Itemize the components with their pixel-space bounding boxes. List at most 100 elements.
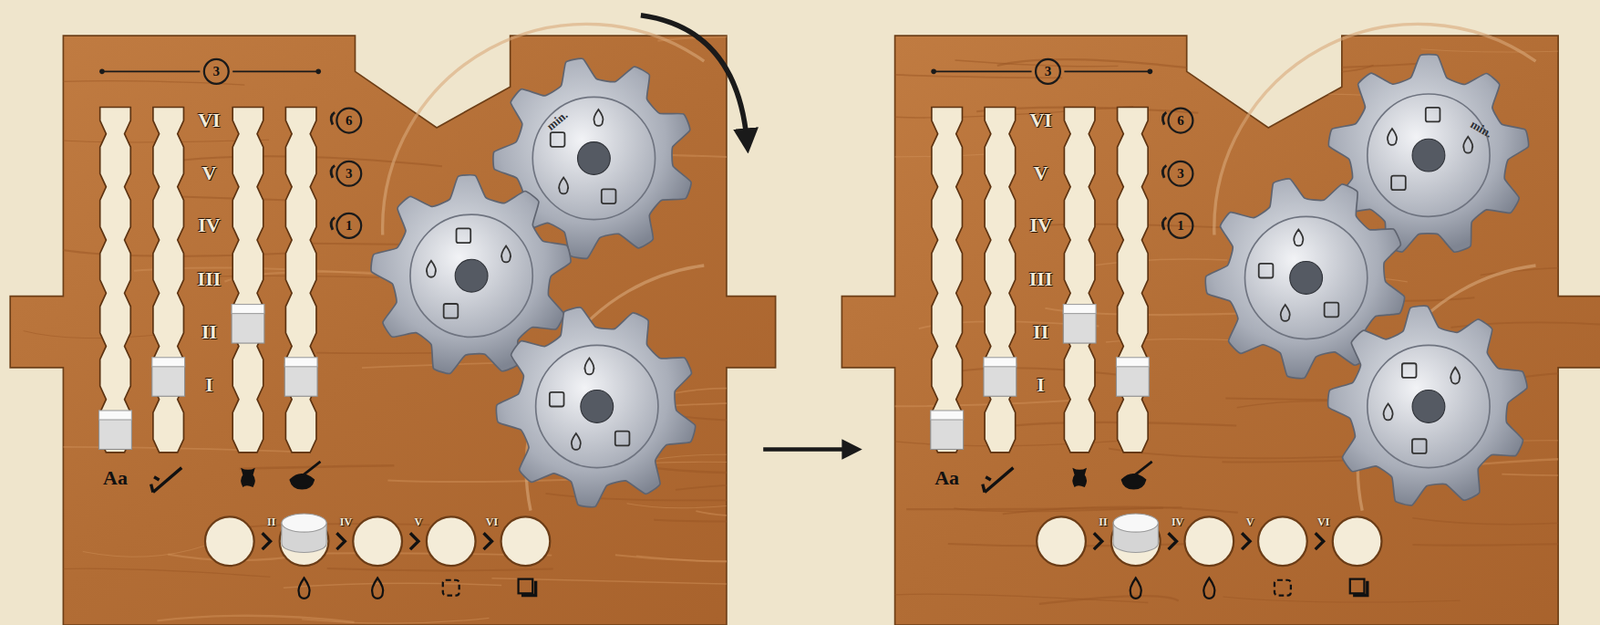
- board-label: 6: [345, 113, 353, 128]
- gear-symbol: [1402, 362, 1417, 378]
- progress-space: [501, 516, 551, 566]
- grain-line: [863, 72, 1063, 79]
- track-cube-top: [152, 357, 186, 367]
- gear-symbol: [1425, 107, 1441, 123]
- grain-line: [237, 523, 430, 528]
- board-label: II: [267, 516, 276, 527]
- grain-line: [1079, 258, 1228, 268]
- board-label: V: [414, 516, 424, 527]
- bonus-flame: [1162, 216, 1167, 229]
- progress-arrow: [1315, 532, 1324, 549]
- bonus-flame: [330, 112, 335, 124]
- ink-drop-icon: [1203, 578, 1215, 599]
- board-label: II: [1098, 516, 1107, 527]
- board-label: 6: [1176, 113, 1185, 128]
- gear-hub: [1290, 261, 1323, 295]
- level-numeral: III: [1029, 268, 1053, 290]
- bonus-circle: [1168, 213, 1194, 238]
- brush-icon: [151, 467, 183, 493]
- grain-line: [283, 582, 502, 588]
- gear-face: [532, 96, 655, 219]
- wood-board: [10, 35, 775, 625]
- progress-space: [426, 516, 476, 566]
- bonus-circle: [336, 213, 362, 238]
- level-numeral: VI: [1029, 110, 1052, 131]
- bonus-circle: [336, 108, 362, 134]
- wood-board: [841, 35, 1600, 625]
- gear-hub: [1412, 390, 1446, 424]
- grain-line: [23, 330, 168, 339]
- board-label: IV: [340, 516, 352, 527]
- progress-arrow: [1168, 532, 1177, 549]
- track-cube: [1063, 309, 1096, 343]
- progress-arrow: [336, 532, 345, 549]
- progress-space: [1258, 516, 1308, 566]
- track-cube-top: [1063, 304, 1096, 314]
- track-cube-top: [930, 410, 964, 420]
- slider-slot: [1117, 107, 1149, 453]
- grain-line: [641, 454, 778, 463]
- slider-slot: [1063, 107, 1095, 453]
- gear-symbol: [426, 260, 436, 278]
- ornament-line: [1063, 71, 1150, 73]
- grain-line: [1237, 64, 1374, 73]
- ornament-dot: [315, 69, 321, 75]
- board-label: 3: [213, 64, 221, 79]
- ornament-line: [232, 71, 319, 73]
- track-cube-top: [983, 357, 1017, 367]
- gear-symbol: [1280, 304, 1291, 321]
- bonus-flame: [1162, 165, 1167, 177]
- gear-face: [536, 344, 659, 467]
- pawn-top: [281, 513, 327, 532]
- grain-line: [39, 567, 270, 577]
- ornament-dot: [930, 69, 937, 75]
- ornament-line: [933, 71, 1032, 73]
- grain-line: [990, 422, 1237, 429]
- page-icon: [443, 579, 460, 596]
- gear-symbol: [550, 132, 566, 147]
- slider-slot: [232, 107, 264, 453]
- board-label: 1: [345, 218, 353, 233]
- leather-icon: [240, 467, 256, 487]
- gear-face: [410, 214, 533, 337]
- track-cube-top: [284, 357, 318, 367]
- board-label: VI: [1317, 516, 1330, 527]
- gear-face: [1244, 216, 1367, 339]
- book-icon: [518, 578, 534, 594]
- gear-symbol: [1391, 175, 1406, 191]
- slider-slot: [285, 107, 317, 453]
- track-cube: [152, 362, 186, 396]
- progress-arrow: [410, 532, 419, 549]
- level-numeral: II: [201, 321, 217, 342]
- bonus-flame: [1162, 112, 1167, 124]
- gear-symbol: [1324, 302, 1340, 318]
- bonus-flame: [330, 165, 335, 177]
- grain-line: [1412, 542, 1600, 546]
- gear-symbol: [571, 433, 581, 450]
- player-board: [841, 23, 1600, 625]
- grain-line: [675, 387, 832, 396]
- grain-line: [1039, 595, 1179, 604]
- grain-line: [953, 506, 1182, 512]
- leather-icon: [1072, 467, 1087, 487]
- grain-line: [82, 545, 207, 557]
- grain-line: [1479, 456, 1600, 464]
- gear-symbol: [558, 177, 568, 195]
- rotate-arrow: [640, 15, 747, 142]
- grain-line: [615, 553, 863, 562]
- board-label: 1: [1176, 218, 1185, 233]
- track-cube: [930, 416, 964, 450]
- grain-line: [947, 367, 1125, 375]
- grain-line: [997, 59, 1215, 71]
- gear-hub: [580, 390, 614, 424]
- gear-hub: [454, 258, 488, 292]
- ornament-line: [102, 71, 200, 73]
- pawn-top: [1113, 513, 1158, 532]
- progress-space: [1036, 516, 1086, 566]
- track-cube: [284, 362, 318, 396]
- progress-space: [205, 516, 255, 566]
- page-icon: [1274, 579, 1291, 596]
- gear-symbol: [1412, 438, 1427, 454]
- grain-line: [301, 617, 489, 623]
- book-icon: [1350, 578, 1365, 594]
